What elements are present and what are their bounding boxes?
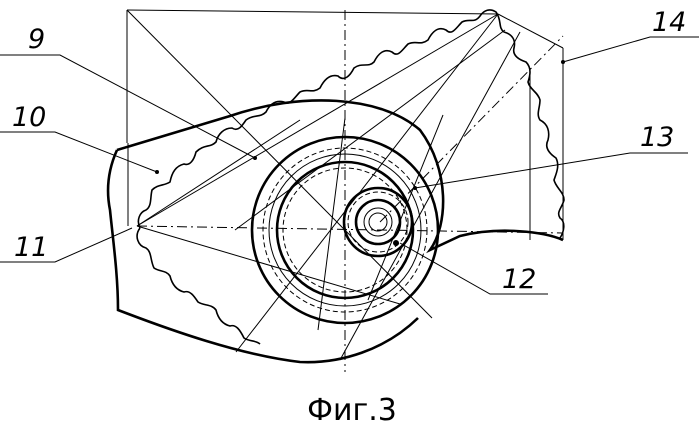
- label-10: 10: [12, 102, 46, 133]
- label-9: 9: [28, 24, 45, 55]
- construction-lines: [127, 10, 563, 372]
- figure-caption: Фиг.3: [307, 393, 397, 428]
- label-14: 14: [652, 7, 686, 38]
- eccentric-pin: [344, 188, 412, 256]
- label-12: 12: [502, 264, 536, 295]
- label-13: 13: [640, 122, 674, 153]
- label-11: 11: [14, 232, 48, 263]
